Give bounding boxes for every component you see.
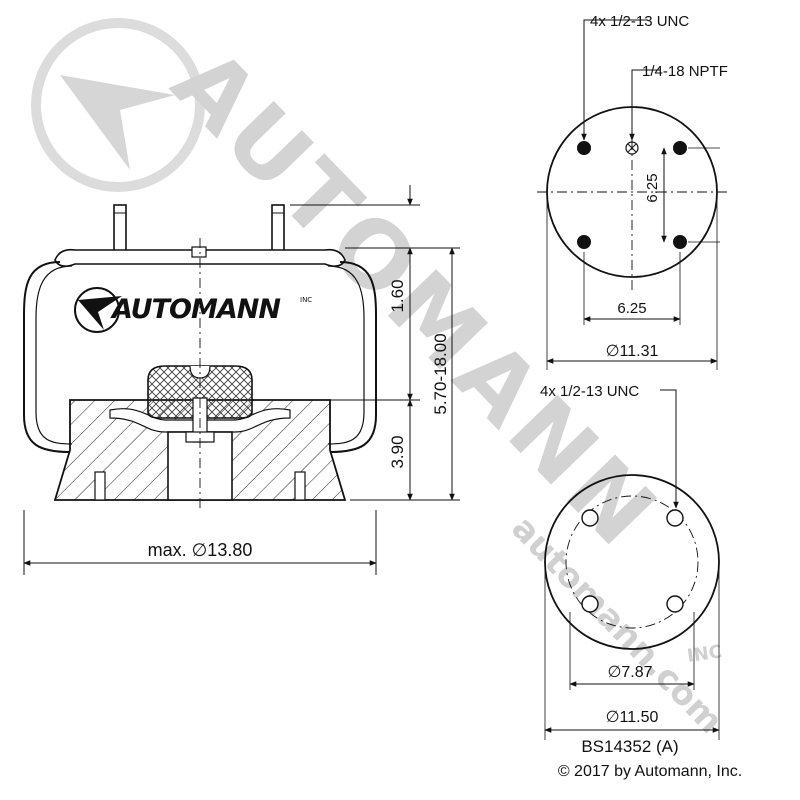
bottom-stud-hole-br <box>666 595 684 613</box>
bottom-stud-hole-tl <box>581 509 599 527</box>
side-view <box>23 204 377 510</box>
top-plate-view <box>537 19 727 370</box>
dim-top-height: 1.60 <box>388 279 407 312</box>
air-port-icon <box>625 141 639 155</box>
logo-text: AUTOMANN <box>110 294 281 325</box>
side-view-dimensions <box>23 185 460 575</box>
top-stud-hole-tl <box>577 141 591 155</box>
top-dim-vertical: 6.25 <box>644 173 661 202</box>
bottom-stud-hole-bl <box>581 595 599 613</box>
top-thread-callout: 4x 1/2-13 UNC <box>590 13 689 30</box>
logo-suffix: INC <box>300 296 312 304</box>
bottom-plate-view <box>544 389 720 740</box>
copyright: © 2017 by Automann, Inc. <box>558 763 742 780</box>
bottom-bolt-circle <box>565 495 699 629</box>
bellows <box>23 261 377 453</box>
top-stud-left <box>113 204 127 256</box>
dim-max-diameter: max. ∅13.80 <box>148 540 253 560</box>
bottom-stud-left <box>94 471 106 501</box>
watermark-suffix: INC <box>686 641 724 667</box>
top-dim-horizontal: 6.25 <box>617 300 646 317</box>
dim-piston-height: 3.90 <box>388 435 407 468</box>
top-center-port <box>191 246 207 258</box>
logo-swoosh-icon <box>74 287 122 333</box>
bottom-plate-outline <box>544 474 720 650</box>
bottom-dim-bolt-circle: ∅7.87 <box>607 664 652 681</box>
watermark-logo-icon <box>31 18 205 192</box>
top-port-callout: 1/4-18 NPTF <box>642 63 728 80</box>
top-dim-diameter: ∅11.31 <box>606 343 659 360</box>
brand-logo: AUTOMANN INC <box>74 287 312 333</box>
bottom-thread-callout: 4x 1/2-13 UNC <box>540 383 639 400</box>
part-number: BS14352 (A) <box>581 737 678 756</box>
dim-overall-height: 5.70-18.00 <box>431 333 450 414</box>
bottom-stud-right <box>294 471 306 501</box>
top-stud-hole-bl <box>577 235 591 249</box>
top-stud-right <box>271 204 285 256</box>
bottom-stud-hole-tr <box>666 509 684 527</box>
bellows-inner <box>35 265 365 445</box>
bottom-dim-diameter: ∅11.50 <box>606 709 659 726</box>
top-stud-hole-br <box>673 235 687 249</box>
top-stud-hole-tr <box>673 141 687 155</box>
